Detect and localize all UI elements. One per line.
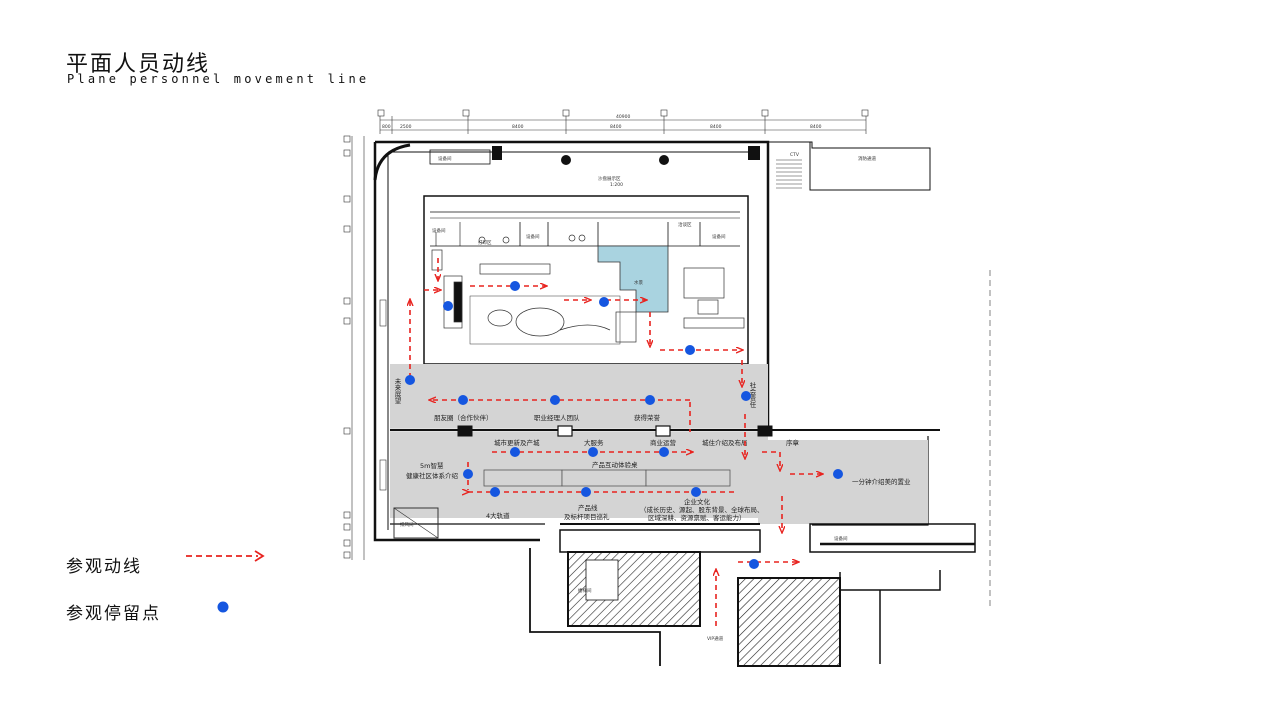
stop-point bbox=[405, 375, 415, 385]
water-feature bbox=[597, 245, 669, 313]
dim-label: 800 bbox=[382, 124, 391, 130]
stop-point bbox=[581, 487, 591, 497]
stop-point bbox=[749, 559, 759, 569]
big-service-label: 大服务 bbox=[584, 438, 604, 447]
legend-route-symbol bbox=[186, 550, 265, 562]
left-wall-details bbox=[379, 299, 439, 539]
stop-point bbox=[833, 469, 843, 479]
stop-point bbox=[659, 447, 669, 457]
stop-point bbox=[691, 487, 701, 497]
dim-label: 8400 bbox=[710, 124, 722, 130]
print-label: 打印区 bbox=[478, 239, 492, 246]
sand-table-label: 沙盘展示区 bbox=[598, 175, 621, 182]
smart-5m-label: 5m智慧 bbox=[420, 461, 444, 470]
grid-bubbles bbox=[377, 109, 869, 117]
dim-label: 2500 bbox=[400, 124, 412, 130]
stop-point bbox=[463, 469, 473, 479]
page-title: 平面人员动线 bbox=[66, 52, 211, 77]
water-label: 水景 bbox=[634, 279, 643, 286]
stop-point bbox=[458, 395, 468, 405]
equip-room-label: 设备间 bbox=[438, 155, 452, 162]
commercial-ops-label: 商业运营 bbox=[650, 438, 677, 447]
ctv-label: CTV bbox=[790, 152, 800, 158]
preface-label: 序章 bbox=[786, 438, 800, 447]
stop-point bbox=[510, 281, 520, 291]
fire-passage-label: 消防通道 bbox=[858, 155, 876, 162]
page-subtitle: Plane personnel movement line bbox=[67, 72, 370, 86]
stair-top-right bbox=[776, 159, 802, 189]
outer-walls bbox=[373, 140, 940, 542]
legend-stop-symbol bbox=[217, 601, 229, 613]
scale-label: 1:200 bbox=[610, 182, 623, 188]
equip-room-label-2: 设备间 bbox=[432, 227, 446, 234]
vip-label: VIP通道 bbox=[707, 635, 724, 642]
negotiation-label: 洽谈区 bbox=[678, 221, 692, 228]
honors-label: 获得荣誉 bbox=[634, 413, 661, 422]
dim-label: 8400 bbox=[810, 124, 822, 130]
culture-label: 企业文化 bbox=[684, 497, 711, 506]
zone-walls bbox=[390, 425, 773, 525]
four-tracks-label: 4大轨道 bbox=[486, 511, 510, 520]
benchmark-label: 及标杆项目巡礼 bbox=[564, 512, 610, 521]
inner-room bbox=[423, 195, 749, 365]
left-dimension-lines bbox=[343, 135, 365, 560]
culture-detail-2: 区域深耕、资源禀赋、客运能力） bbox=[648, 513, 746, 522]
product-table-label: 产品互动体验桌 bbox=[592, 460, 638, 469]
dim-label: 8400 bbox=[610, 124, 622, 130]
stop-point bbox=[443, 301, 453, 311]
equip-room-label-3: 设备间 bbox=[526, 233, 540, 240]
future-display-label: 未来展望 bbox=[393, 377, 401, 405]
health-community-label: 健康社区体系介绍 bbox=[406, 471, 459, 480]
column-markers bbox=[492, 146, 760, 165]
stop-point bbox=[685, 345, 695, 355]
stop-point bbox=[550, 395, 560, 405]
interior-furniture bbox=[431, 234, 745, 345]
dim-label: 8400 bbox=[512, 124, 524, 130]
urban-renewal-label: 城市更新及产城 bbox=[494, 438, 540, 447]
stop-point bbox=[599, 297, 609, 307]
corner-equipment-room bbox=[373, 143, 491, 181]
equip-room-label-4: 设备间 bbox=[712, 233, 726, 240]
wind-room-label: 排风间 bbox=[400, 521, 414, 528]
one-minute-label: 一分钟介绍美的置业 bbox=[852, 477, 911, 486]
stop-point bbox=[510, 447, 520, 457]
bottom-rooms bbox=[529, 523, 976, 667]
social-responsibility-label: 社会责任 bbox=[748, 381, 756, 410]
stop-point bbox=[490, 487, 500, 497]
stair-label: 楼梯间 bbox=[578, 587, 592, 594]
stop-point bbox=[741, 391, 751, 401]
top-dimension-lines bbox=[379, 116, 867, 134]
product-line-label: 产品线 bbox=[578, 503, 598, 512]
product-table bbox=[483, 469, 731, 487]
residential-layout-label: 城住介绍及布局 bbox=[702, 438, 748, 447]
stop-point bbox=[588, 447, 598, 457]
stop-points bbox=[405, 281, 843, 569]
dimension-labels: 800 2500 8400 8400 8400 8400 40900 bbox=[382, 114, 822, 130]
culture-detail-1: （成长历史、源起、股东背景、全球布局、 bbox=[640, 505, 764, 514]
legend-stop-label: 参观停留点 bbox=[66, 604, 161, 624]
friends-circle-label: 朋友圈（合作伙伴） bbox=[434, 413, 493, 422]
zone-labels: 未来展望 朋友圈（合作伙伴） 职业经理人团队 获得荣誉 社会责任 城市更新及产城… bbox=[393, 377, 911, 522]
legend-route-label: 参观动线 bbox=[66, 557, 142, 577]
corridor-upper bbox=[390, 364, 768, 428]
equip-room-label-5: 设备间 bbox=[834, 535, 848, 542]
dim-total: 40900 bbox=[616, 114, 630, 120]
stop-point bbox=[645, 395, 655, 405]
pro-manager-label: 职业经理人团队 bbox=[534, 413, 580, 422]
